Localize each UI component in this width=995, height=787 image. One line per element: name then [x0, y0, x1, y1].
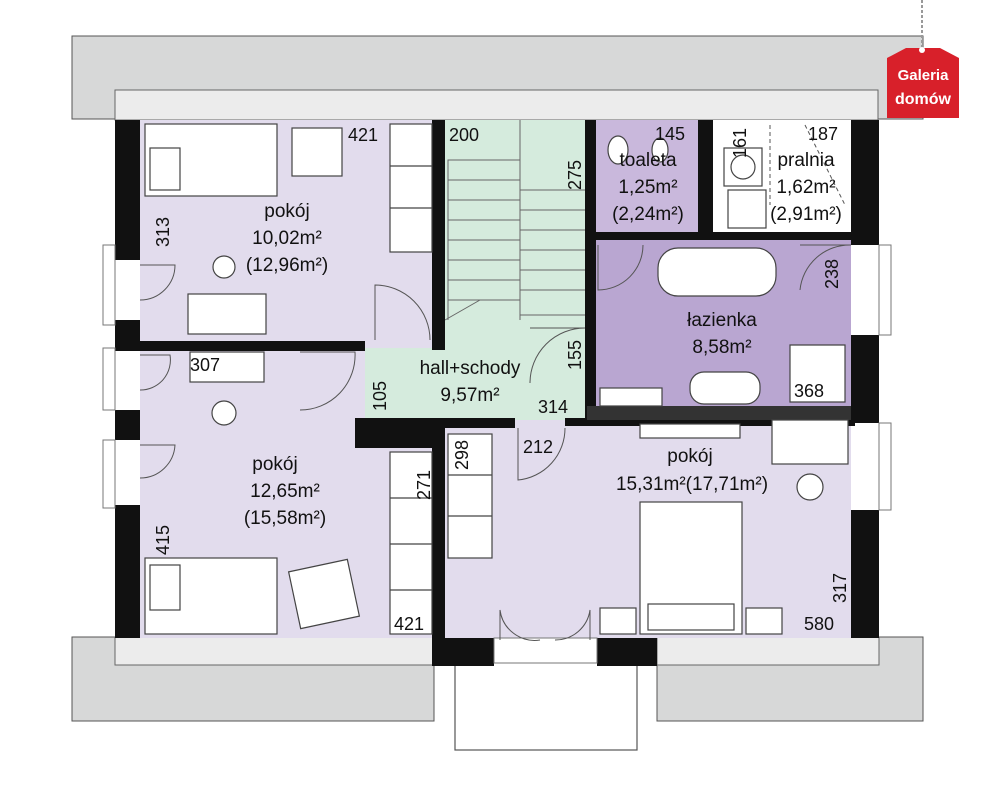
dim-307: 307: [190, 355, 220, 375]
room-name-pralnia: pralnia: [777, 150, 834, 171]
pillow-sw: [149, 564, 181, 611]
room-area-toaleta: 1,25m²: [618, 177, 677, 198]
room-name-pokoj-sw: pokój: [252, 454, 297, 475]
laundry-sink: [727, 189, 767, 229]
armchair-sw: [287, 558, 361, 630]
shelf-se: [639, 423, 741, 439]
room-area-total-pokoj-nw: (12,96m²): [246, 255, 328, 276]
dim-238: 238: [822, 259, 842, 289]
room-area-pralnia: 1,62m²: [776, 177, 835, 198]
room-name-pokoj-se: pokój: [667, 446, 712, 467]
dim-317: 317: [830, 573, 850, 603]
dim-155: 155: [565, 340, 585, 370]
pillow-nw: [149, 147, 181, 191]
room-area-pokoj-sw: 12,65m²: [250, 481, 320, 502]
room-area-total-pralnia: (2,91m²): [770, 204, 842, 225]
room-name-hall: hall+schody: [420, 358, 521, 379]
doors: [139, 124, 852, 641]
roof-inner-edge-sw: [114, 636, 435, 666]
wardrobe-nw: [389, 123, 433, 253]
dim-368: 368: [794, 381, 824, 401]
dim-271: 271: [414, 470, 434, 500]
wardrobe-sw: [389, 451, 433, 635]
dim-421-bottom: 421: [394, 614, 424, 634]
dim-421-top: 421: [348, 125, 378, 145]
bidet: [651, 137, 669, 163]
room-labels: pokój 10,02m² (12,96m²) pokój 12,65m² (1…: [244, 150, 842, 529]
galeria-domow-logo: Galeria domów: [887, 0, 959, 118]
bathtub: [657, 247, 777, 297]
room-area-pokoj-se: 15,31m²(17,71m²): [616, 474, 768, 495]
cabinet-bath: [599, 387, 663, 407]
roof-inner-edge-se: [656, 636, 880, 666]
roof-inner-edge: [114, 89, 879, 121]
room-area-total-toaleta: (2,24m²): [612, 204, 684, 225]
dim-313: 313: [153, 217, 173, 247]
dim-314: 314: [538, 397, 568, 417]
logo-text-galeria: Galeria: [898, 67, 950, 84]
dim-298: 298: [452, 440, 472, 470]
pillows-se: [647, 603, 735, 631]
dim-105: 105: [370, 381, 390, 411]
wardrobe-se: [447, 433, 493, 559]
room-area-hall: 9,57m²: [440, 385, 499, 406]
balcony: [454, 661, 638, 751]
room-area-pokoj-nw: 10,02m²: [252, 228, 322, 249]
dimension-labels: 421 313 200 275 145 161 187 238 155 307 …: [153, 124, 850, 634]
dim-415: 415: [153, 525, 173, 555]
dim-200: 200: [449, 125, 479, 145]
furniture: [144, 123, 849, 635]
armchair-nw: [291, 127, 343, 177]
stool-se: [796, 473, 824, 501]
room-area-lazienka: 8,58m²: [692, 337, 751, 358]
logo-text-domow: domów: [895, 91, 952, 108]
dim-212: 212: [523, 437, 553, 457]
floor-hall-landing: [365, 348, 597, 420]
desk-se: [771, 419, 849, 465]
staircase: [444, 120, 585, 321]
toilet-bowl: [607, 135, 629, 165]
dim-275: 275: [565, 160, 585, 190]
stool-sw: [211, 400, 237, 426]
stool-nw: [212, 255, 236, 279]
walls: [115, 120, 879, 666]
room-name-lazienka: łazienka: [687, 310, 757, 331]
dim-187: 187: [808, 124, 838, 144]
windows: [102, 244, 892, 664]
room-name-toaleta: toaleta: [619, 150, 676, 171]
desk-sw: [189, 351, 265, 383]
nightstand-se-right: [745, 607, 783, 635]
washbasin: [689, 371, 761, 405]
room-area-total-pokoj-sw: (15,58m²): [244, 508, 326, 529]
shower: [789, 344, 846, 403]
dim-580: 580: [804, 614, 834, 634]
nightstand-se-left: [599, 607, 637, 635]
room-name-pokoj-nw: pokój: [264, 201, 309, 222]
dim-161: 161: [730, 128, 750, 158]
desk-nw: [187, 293, 267, 335]
dim-145: 145: [655, 124, 685, 144]
